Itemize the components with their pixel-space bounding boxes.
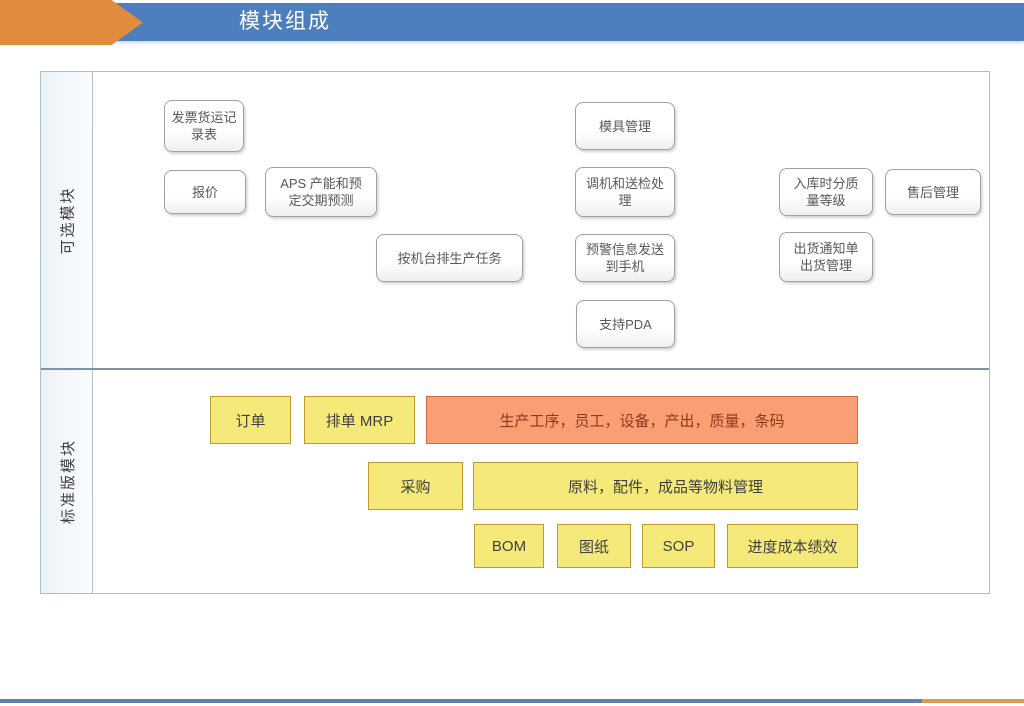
optional-section-label: 可选模块 bbox=[41, 72, 93, 369]
standard-box-orders: 订单 bbox=[210, 396, 291, 444]
footer-bar-orange bbox=[922, 699, 1024, 703]
standard-box-production-process: 生产工序，员工，设备，产出，质量，条码 bbox=[426, 396, 858, 444]
standard-box-progress-cost-kpi: 进度成本绩效 bbox=[727, 524, 858, 568]
header-arrow-shape bbox=[0, 0, 143, 45]
header-bar bbox=[0, 3, 1024, 41]
optional-box-alert-to-phone: 预警信息发送 到手机 bbox=[575, 234, 675, 282]
optional-box-invoice-shipping-record: 发票货运记 录表 bbox=[164, 100, 244, 152]
optional-section-label-text: 可选模块 bbox=[59, 186, 77, 255]
standard-box-sop: SOP bbox=[642, 524, 715, 568]
page-title: 模块组成 bbox=[239, 10, 331, 33]
optional-box-aps-forecast: APS 产能和预 定交期预测 bbox=[265, 167, 377, 217]
optional-box-pda-support: 支持PDA bbox=[576, 300, 675, 348]
optional-box-shipping-notice: 出货通知单 出货管理 bbox=[779, 232, 873, 282]
section-divider bbox=[41, 368, 989, 370]
standard-box-material-management: 原料，配件，成品等物料管理 bbox=[473, 462, 858, 510]
optional-box-quality-grading: 入库时分质 量等级 bbox=[779, 168, 873, 216]
footer-bar-blue bbox=[0, 699, 922, 703]
standard-box-mrp-scheduling: 排单 MRP bbox=[304, 396, 415, 444]
standard-box-bom: BOM bbox=[474, 524, 544, 568]
standard-section-label: 标准版模块 bbox=[41, 369, 93, 593]
optional-box-machine-scheduling: 按机台排生产任务 bbox=[376, 234, 523, 282]
standard-box-purchasing: 采购 bbox=[368, 462, 463, 510]
standard-section-label-text: 标准版模块 bbox=[59, 438, 77, 524]
standard-box-drawings: 图纸 bbox=[557, 524, 631, 568]
optional-box-setup-inspection: 调机和送检处 理 bbox=[575, 167, 675, 217]
section-label-column bbox=[41, 72, 93, 593]
optional-box-after-sales: 售后管理 bbox=[885, 169, 981, 215]
optional-box-quotation: 报价 bbox=[164, 170, 246, 214]
module-board: 可选模块 标准版模块 发票货运记 录表 报价 APS 产能和预 定交期预测 按机… bbox=[40, 71, 990, 594]
optional-box-mold-management: 模具管理 bbox=[575, 102, 675, 150]
